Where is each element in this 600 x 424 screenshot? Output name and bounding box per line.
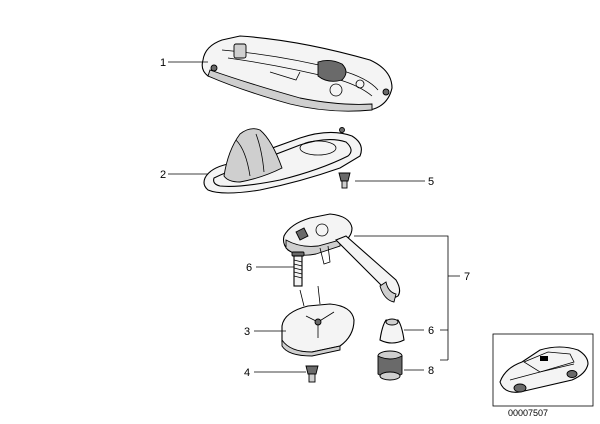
base-plate-part[interactable]: [281, 285, 355, 357]
reference-number: 00007507: [508, 408, 548, 418]
screw-upper-part[interactable]: [338, 172, 351, 189]
callout-4: 4: [244, 367, 250, 379]
callout-5-upper: 5: [428, 176, 434, 188]
car-thumbnail-icon: [492, 333, 594, 407]
callout-2: 2: [160, 169, 166, 181]
rubber-boot-part[interactable]: [379, 318, 405, 344]
bolt-part[interactable]: [291, 251, 305, 287]
screw-lower-part[interactable]: [305, 365, 319, 383]
leader-lines: [168, 61, 460, 373]
bushing-part[interactable]: [377, 350, 403, 381]
shift-lever-assembly-part[interactable]: [282, 213, 401, 303]
callout-7: 7: [464, 271, 470, 283]
callout-6-bolt: 6: [246, 262, 252, 274]
housing-cover-part[interactable]: [201, 35, 393, 112]
callout-8: 8: [428, 365, 434, 377]
gasket-boot-part[interactable]: [203, 127, 362, 194]
callout-1: 1: [160, 57, 166, 69]
callout-3: 3: [244, 326, 250, 338]
callout-6-boot: 6: [428, 325, 434, 337]
